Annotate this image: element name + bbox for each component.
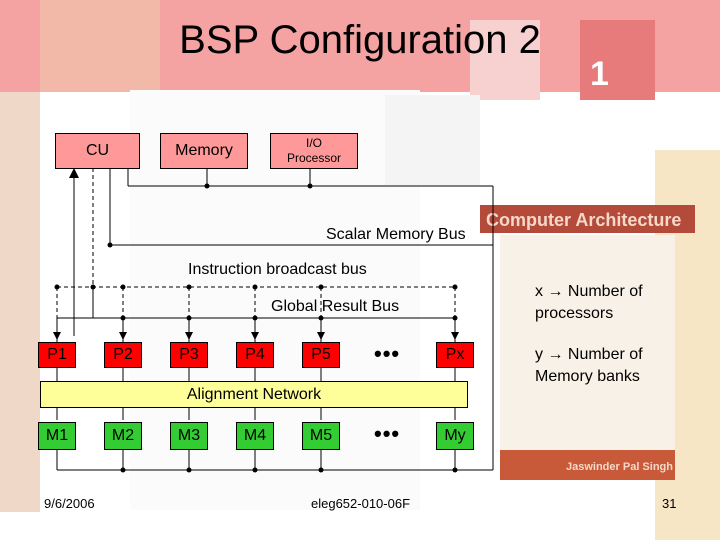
cu-box: CU [55, 133, 140, 169]
global-result-bus-label: Global Result Bus [271, 298, 400, 315]
note-y-line-1: y → Number of [535, 346, 643, 363]
slide-title: BSP Configuration 2 [179, 18, 541, 62]
memory-bank-m3: M3 [170, 422, 208, 450]
memory-box: Memory [160, 133, 248, 169]
processor-ellipsis: ••• [374, 341, 401, 366]
memory-bank-m5: M5 [302, 422, 340, 450]
memory-ellipsis: ••• [374, 421, 401, 446]
slide-footer: eleg652-010-06F [311, 496, 411, 511]
book-spine-title: Computer Architecture [486, 210, 681, 230]
scalar-memory-bus-label: Scalar Memory Bus [326, 226, 466, 243]
processor-p5: P5 [302, 342, 340, 368]
instruction-broadcast-bus-label: Instruction broadcast bus [188, 261, 367, 278]
book-author: Jaswinder Pal Singh [566, 461, 673, 473]
memory-bank-m2: M2 [104, 422, 142, 450]
processor-p2: P2 [104, 342, 142, 368]
processor-p3: P3 [170, 342, 208, 368]
io-line-2: Processor [286, 151, 342, 165]
processor-px: Px [436, 342, 474, 368]
slide-date: 9/6/2006 [44, 496, 95, 511]
alignment-network: Alignment Network [40, 381, 468, 408]
note-x-line-2: processors [535, 305, 614, 322]
io-processor-box: I/O Processor [270, 133, 358, 169]
io-line-1: I/O [305, 136, 322, 150]
memory-bank-m4: M4 [236, 422, 274, 450]
book-volume-number: 1 [590, 55, 609, 93]
slide-page-number: 31 [662, 496, 677, 511]
processor-p1: P1 [38, 342, 76, 368]
note-x-line-1: x → Number of [535, 283, 643, 300]
memory-bank-my: My [436, 422, 474, 450]
memory-bank-m1: M1 [38, 422, 76, 450]
note-y-line-2: Memory banks [535, 368, 640, 385]
alignment-network-label: Alignment Network [186, 385, 322, 403]
processor-p4: P4 [236, 342, 274, 368]
